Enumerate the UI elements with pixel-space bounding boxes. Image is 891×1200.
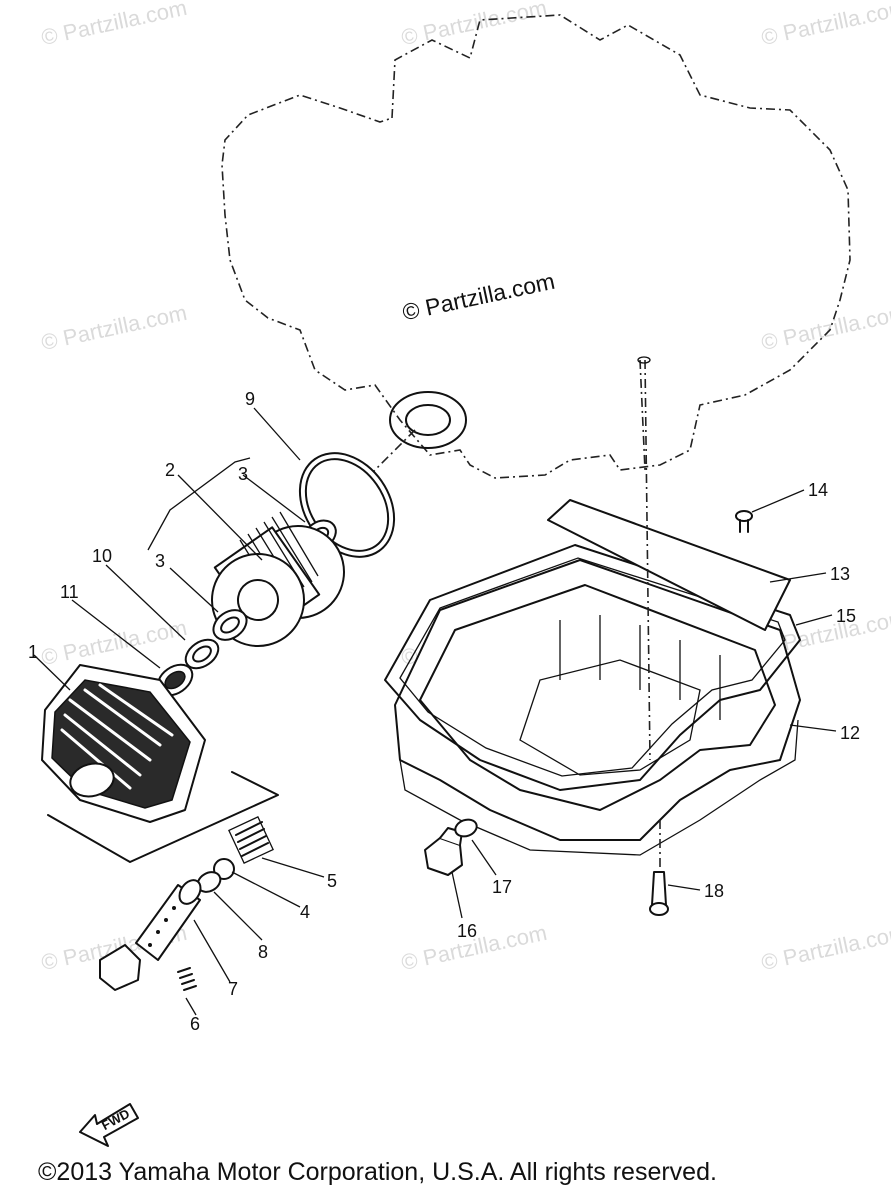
drain-plug-16 [424, 827, 463, 876]
callout-9: 9 [245, 389, 255, 409]
callout-11: 11 [60, 582, 79, 602]
engine-outline [221, 14, 851, 479]
callout-5: 5 [327, 871, 337, 891]
oil-pan-gasket-15 [384, 544, 801, 791]
callout-2: 2 [165, 460, 175, 480]
bolt-14 [735, 510, 753, 533]
spring-6 [177, 967, 197, 991]
callout-7: 7 [228, 979, 238, 999]
bolt-hole [637, 356, 651, 364]
bolt-18 [649, 871, 669, 916]
callout-3-lower: 3 [155, 551, 165, 571]
callout-13: 13 [830, 564, 850, 584]
leader-lines [33, 407, 837, 1016]
filter-cover-1 [41, 664, 206, 823]
callout-1: 1 [28, 642, 38, 662]
callout-4: 4 [300, 902, 310, 922]
callout-14: 14 [808, 480, 828, 500]
callout-15: 15 [836, 606, 856, 626]
fwd-arrow-icon: FWD [79, 1103, 139, 1147]
callout-3-upper: 3 [238, 464, 248, 484]
spacer-11-inner [164, 670, 186, 690]
copyright-text: ©2013 Yamaha Motor Corporation, U.S.A. A… [38, 1158, 717, 1186]
filter-boss-inner [405, 404, 451, 436]
engine-detail [639, 359, 646, 471]
callout-17: 17 [492, 877, 512, 897]
union-bolt-7 [99, 879, 202, 991]
callout-10: 10 [92, 546, 112, 566]
bracket-group [47, 771, 279, 863]
callout-16: 16 [457, 921, 477, 941]
gasket-17 [454, 818, 478, 838]
o-ring-3-lower [212, 609, 248, 641]
o-ring-3-lower-inner [220, 616, 240, 634]
filter-boss [389, 391, 467, 449]
callout-8: 8 [258, 942, 268, 962]
spring-5 [228, 816, 274, 864]
oil-pan-12 [394, 559, 801, 856]
baffle-plate-13 [547, 499, 791, 631]
callout-12: 12 [840, 723, 860, 743]
callout-6: 6 [190, 1014, 200, 1034]
callout-18: 18 [704, 881, 724, 901]
gasket-10-inner [192, 645, 212, 663]
centerline-pan [644, 359, 661, 870]
